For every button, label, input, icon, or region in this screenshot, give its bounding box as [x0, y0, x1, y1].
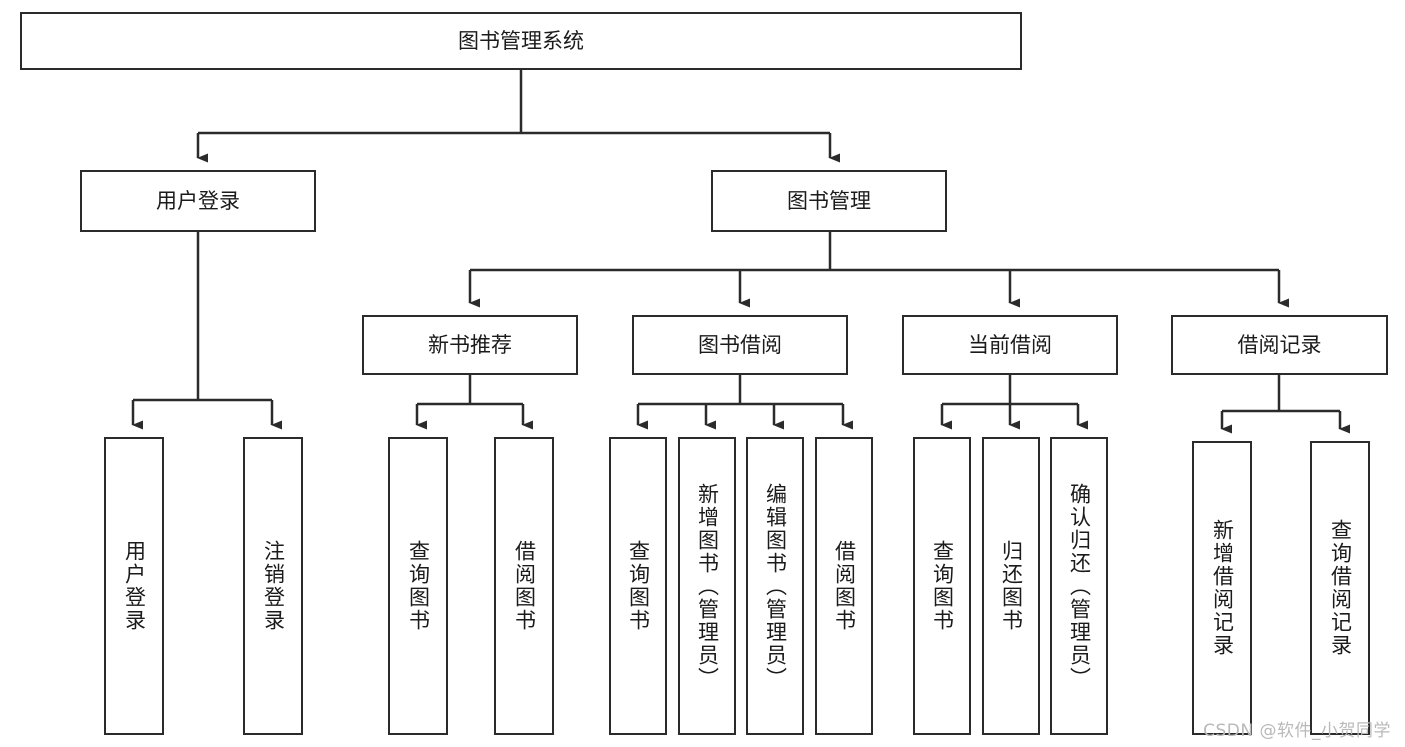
node-book-borrow[interactable]: 图书借阅 [632, 315, 848, 375]
leaf-user-login[interactable]: 用户登录 [104, 437, 164, 735]
leaf-label: 确认归还（管理员） [1067, 482, 1092, 690]
leaf-query-book-current[interactable]: 查询图书 [913, 437, 971, 735]
leaf-add-borrow-record[interactable]: 新增借阅记录 [1192, 441, 1252, 735]
node-user-login[interactable]: 用户登录 [80, 170, 316, 232]
leaf-confirm-return-admin[interactable]: 确认归还（管理员） [1050, 437, 1108, 735]
node-book-manage[interactable]: 图书管理 [711, 170, 947, 232]
node-borrow-record[interactable]: 借阅记录 [1171, 315, 1388, 375]
node-root-system[interactable]: 图书管理系统 [20, 12, 1022, 70]
leaf-label: 编辑图书（管理员） [763, 482, 788, 690]
leaf-label: 查询借阅记录 [1328, 519, 1353, 657]
leaf-return-book[interactable]: 归还图书 [982, 437, 1040, 735]
leaf-label: 借阅图书 [832, 540, 857, 632]
leaf-label: 查询图书 [930, 540, 955, 632]
leaf-label: 查询图书 [406, 540, 431, 632]
leaf-add-book-admin[interactable]: 新增图书（管理员） [678, 437, 736, 735]
leaf-label: 用户登录 [122, 540, 147, 632]
leaf-label: 新增借阅记录 [1210, 519, 1235, 657]
leaf-borrow-book[interactable]: 借阅图书 [815, 437, 873, 735]
leaf-edit-book-admin[interactable]: 编辑图书（管理员） [746, 437, 804, 735]
leaf-label: 注销登录 [261, 540, 286, 632]
node-new-book-recommend[interactable]: 新书推荐 [362, 315, 578, 375]
leaf-label: 查询图书 [626, 540, 651, 632]
leaf-label: 归还图书 [999, 540, 1024, 632]
leaf-query-borrow-record[interactable]: 查询借阅记录 [1310, 441, 1370, 735]
leaf-label: 新增图书（管理员） [695, 482, 720, 690]
leaf-query-book-borrow[interactable]: 查询图书 [609, 437, 667, 735]
leaf-borrow-book-recommend[interactable]: 借阅图书 [494, 437, 554, 735]
csdn-watermark: CSDN @软件_小贺同学 [1203, 721, 1391, 741]
leaf-label: 借阅图书 [512, 540, 537, 632]
leaf-query-book-recommend[interactable]: 查询图书 [388, 437, 448, 735]
node-current-borrow[interactable]: 当前借阅 [902, 315, 1118, 375]
leaf-logout[interactable]: 注销登录 [243, 437, 303, 735]
